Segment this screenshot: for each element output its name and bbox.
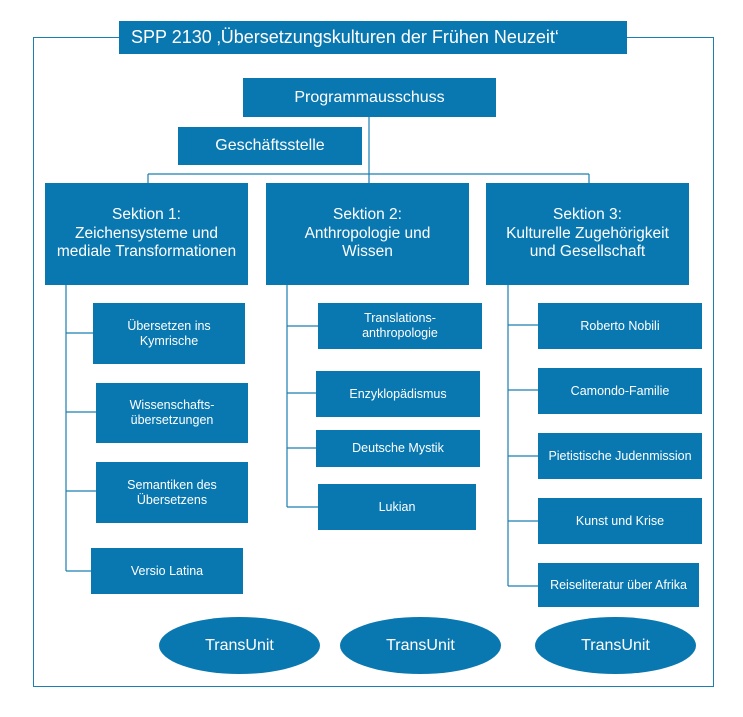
section-3-box: Sektion 3: Kulturelle Zugehörigkeit und … (486, 183, 689, 285)
transunit-oval: TransUnit (535, 617, 696, 674)
project-box: Enzyklopädismus (316, 371, 480, 417)
section-2-box: Sektion 2: Anthropologie und Wissen (266, 183, 469, 285)
project-box: Deutsche Mystik (316, 430, 480, 467)
project-box: Semantiken des Übersetzens (96, 462, 248, 523)
transunit-oval: TransUnit (159, 617, 320, 674)
project-box: Camondo-Familie (538, 368, 702, 414)
transunit-oval: TransUnit (340, 617, 501, 674)
project-box: Versio Latina (91, 548, 243, 594)
project-box: Wissenschafts- übersetzungen (96, 383, 248, 443)
geschaeftsstelle-box: Geschäftsstelle (178, 127, 362, 165)
project-box: Lukian (318, 484, 476, 530)
programmausschuss-box: Programmausschuss (243, 78, 496, 117)
project-box: Reiseliteratur über Afrika (538, 563, 699, 607)
project-box: Pietistische Judenmission (538, 433, 702, 479)
project-box: Roberto Nobili (538, 303, 702, 349)
project-box: Kunst und Krise (538, 498, 702, 544)
page-title: SPP 2130 ‚Übersetzungskulturen der Frühe… (119, 21, 627, 54)
project-box: Translations- anthropologie (318, 303, 482, 349)
section-1-box: Sektion 1: Zeichensysteme und mediale Tr… (45, 183, 248, 285)
project-box: Übersetzen ins Kymrische (93, 303, 245, 364)
